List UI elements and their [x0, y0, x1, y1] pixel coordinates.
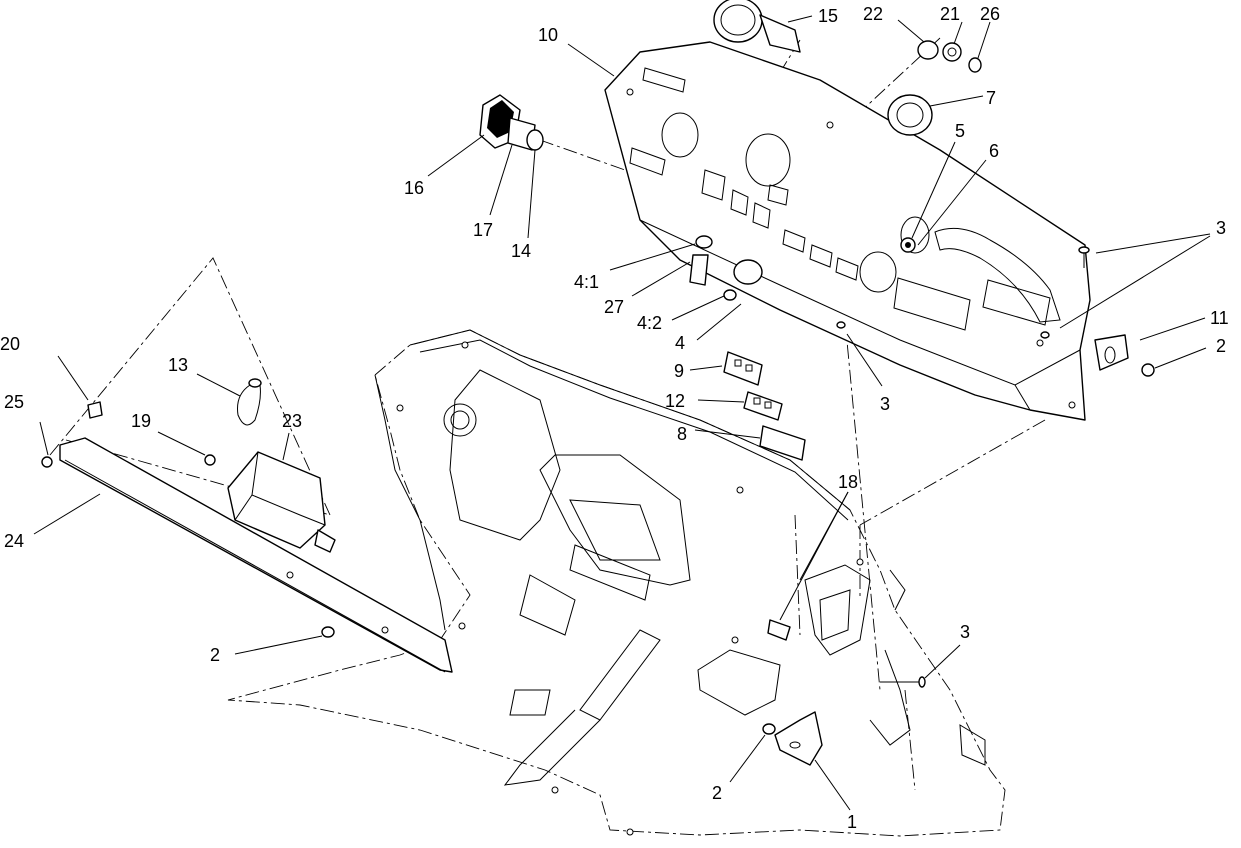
screws-3 — [836, 246, 1090, 688]
callout-6: 6 — [989, 141, 999, 161]
callout-11: 11 — [1210, 308, 1229, 328]
callout-3-panel: 3 — [880, 394, 890, 414]
callout-1: 1 — [847, 812, 857, 832]
callout-26: 26 — [980, 4, 1000, 24]
callout-25: 25 — [4, 392, 24, 412]
callout-13: 13 — [168, 355, 188, 375]
bushing-20 — [87, 401, 103, 419]
callout-19: 19 — [131, 411, 151, 431]
connectors-21-22-26 — [917, 40, 982, 73]
bracket-1 — [774, 711, 823, 766]
callout-24: 24 — [4, 531, 24, 551]
callout-8: 8 — [677, 424, 687, 444]
callout-23: 23 — [282, 411, 302, 431]
callout-4-2: 4:2 — [637, 313, 662, 333]
callout-2-bottom: 2 — [712, 783, 722, 803]
ring-7 — [887, 94, 933, 136]
bracket-11 — [1094, 334, 1155, 377]
key-switch-4 — [689, 235, 763, 301]
callout-22: 22 — [863, 4, 883, 24]
fasteners-5-6 — [900, 237, 916, 253]
relays-9-12-8 — [723, 351, 806, 461]
callout-labels: 10 15 22 21 26 7 5 6 3 16 17 14 4:1 27 4… — [0, 4, 1229, 832]
callout-10: 10 — [538, 25, 558, 45]
callout-15: 15 — [818, 6, 838, 26]
washers-2-19-18 — [204, 454, 791, 735]
callout-3-lower: 3 — [960, 622, 970, 642]
callout-4: 4 — [675, 333, 685, 353]
callout-2-right: 2 — [1216, 336, 1226, 356]
callout-7: 7 — [986, 88, 996, 108]
callout-21: 21 — [940, 4, 960, 24]
tie-strap-13 — [237, 378, 262, 426]
callout-27: 27 — [604, 297, 624, 317]
module-23 — [227, 451, 336, 553]
rail-24 — [41, 437, 453, 673]
callout-2-left: 2 — [210, 645, 220, 665]
switch-16-17-14 — [479, 94, 544, 151]
callout-14: 14 — [511, 241, 531, 261]
callout-9: 9 — [674, 361, 684, 381]
gauge-15 — [713, 0, 801, 53]
callout-16: 16 — [404, 178, 424, 198]
callout-18: 18 — [838, 472, 858, 492]
callout-12: 12 — [665, 391, 685, 411]
callout-3: 3 — [1216, 218, 1226, 238]
callout-5: 5 — [955, 121, 965, 141]
callout-17: 17 — [473, 220, 493, 240]
callout-4-1: 4:1 — [574, 272, 599, 292]
callout-20: 20 — [0, 334, 20, 354]
leader-lines — [33, 15, 1211, 811]
